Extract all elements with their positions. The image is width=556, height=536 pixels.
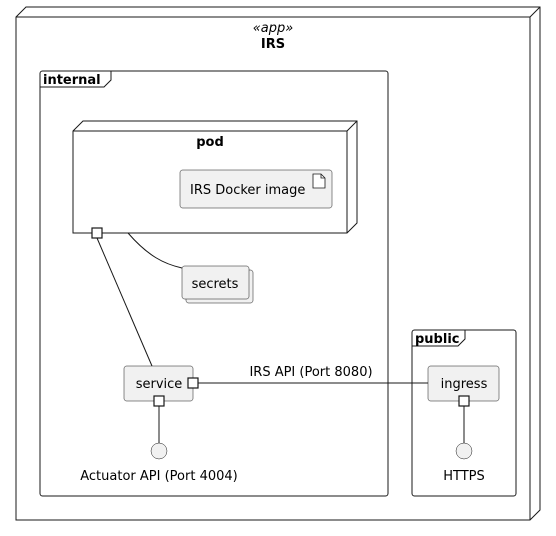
internal-package: internal (39, 70, 389, 497)
service-actuator-port (153, 395, 165, 407)
actuator-interface-label: Actuator API (Port 4004) (80, 469, 237, 484)
service-label: service (136, 377, 183, 392)
app-stereotype: «app» (253, 21, 294, 36)
artifact-icon (312, 173, 326, 189)
service-api-port (187, 377, 199, 389)
pod-label: pod (196, 135, 224, 150)
pod-port (91, 227, 103, 239)
actuator-interface-icon (150, 442, 168, 460)
secrets-collection: secrets (181, 265, 254, 304)
irs-api-link-label: IRS API (Port 8080) (249, 365, 372, 380)
internal-package-label: internal (43, 73, 101, 88)
docker-image-artifact: IRS Docker image (179, 169, 333, 209)
app-title: IRS (261, 37, 285, 52)
secrets-label: secrets (192, 277, 239, 292)
pod-service-link (96, 237, 153, 367)
ingress-label: ingress (441, 377, 488, 392)
service-component: service (123, 365, 194, 402)
public-package-label: public (415, 332, 459, 347)
ingress-port (458, 395, 470, 407)
pod-secrets-link (127, 232, 183, 269)
https-interface-label: HTTPS (443, 469, 485, 484)
https-interface-icon (455, 442, 473, 460)
public-package: public (411, 329, 517, 497)
docker-image-label: IRS Docker image (190, 183, 305, 198)
